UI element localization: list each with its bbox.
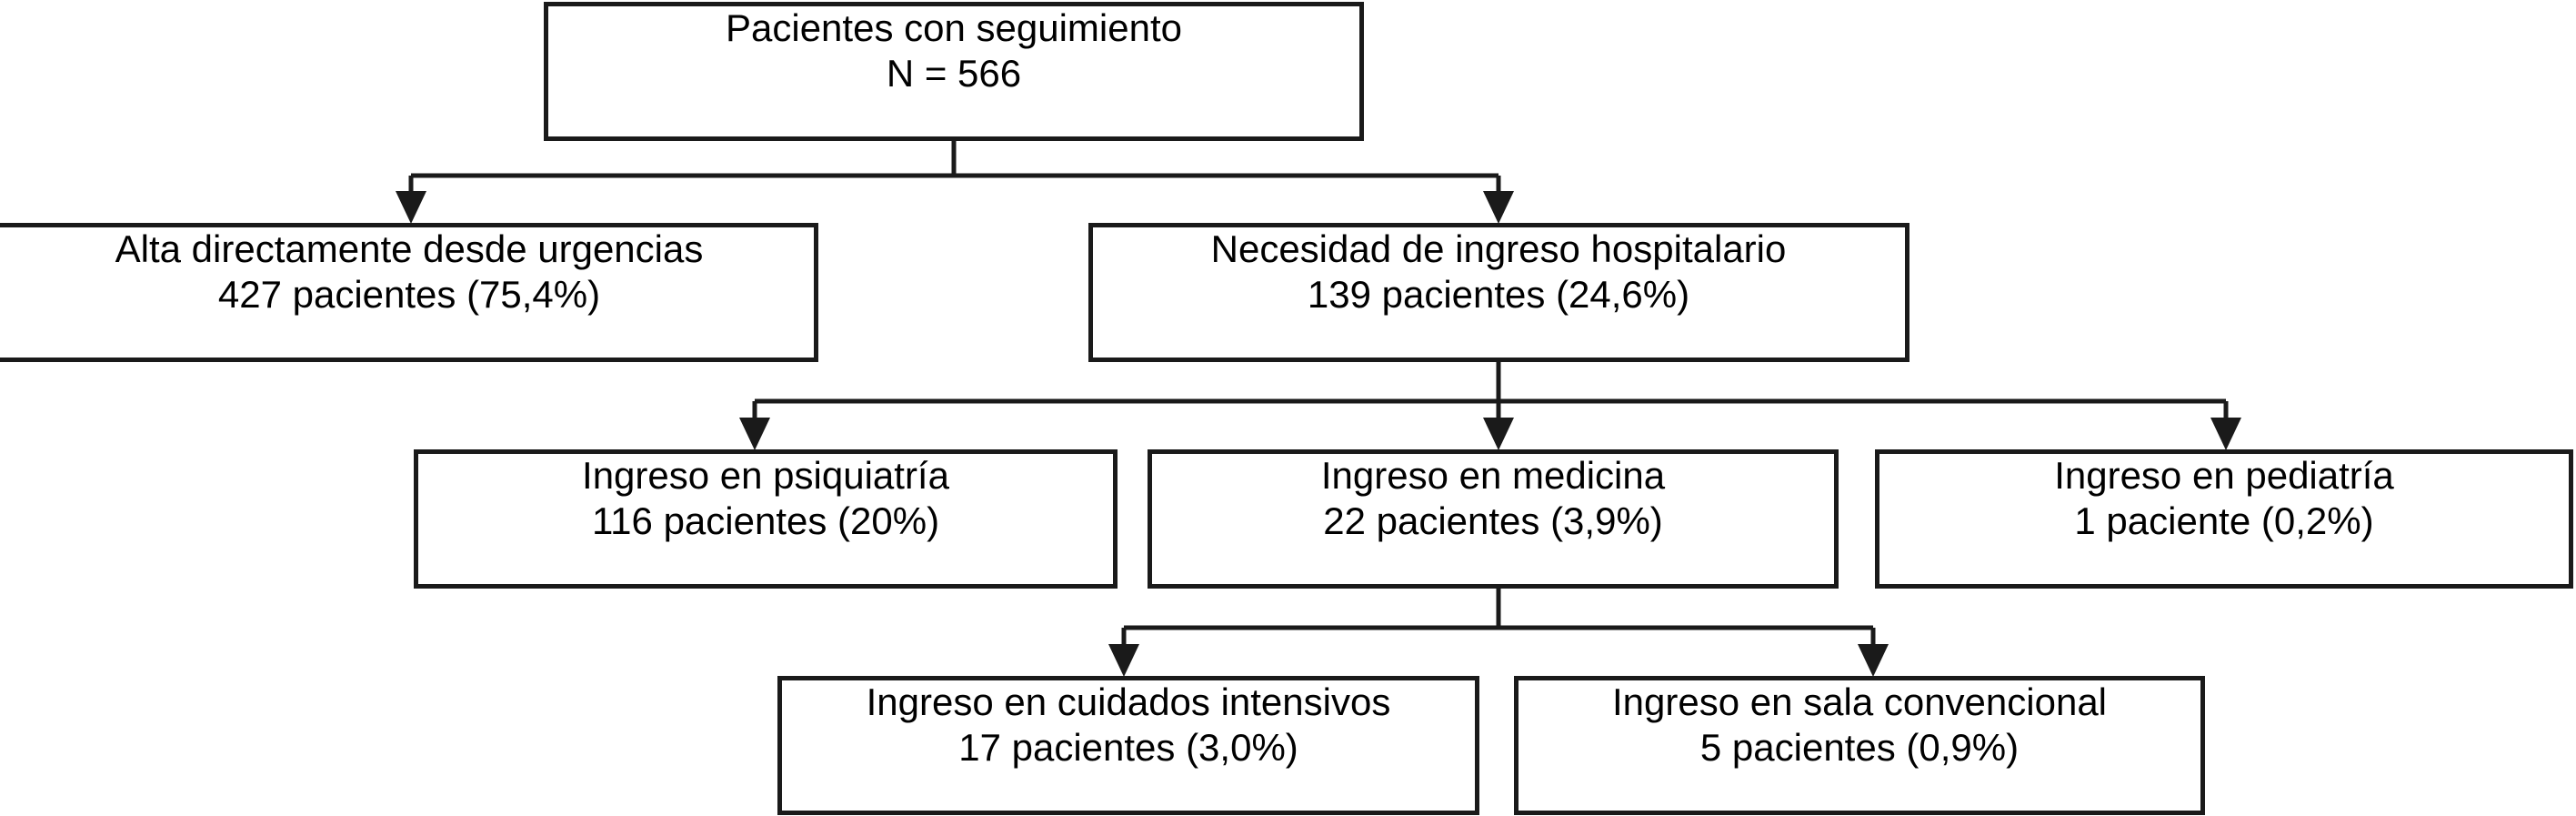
node-cuidados-intensivos-line1: Ingreso en cuidados intensivos xyxy=(867,680,1391,723)
node-pediatria-box[interactable] xyxy=(1875,449,2573,589)
arrowhead-ingreso-hospitalario xyxy=(1483,191,1514,224)
node-psiquiatria-box[interactable] xyxy=(414,449,1118,589)
arrowhead-sala-convencional xyxy=(1858,644,1889,677)
node-sala-convencional-box[interactable] xyxy=(1514,676,2205,815)
node-medicina-line2: 22 pacientes (3,9%) xyxy=(1323,499,1663,542)
node-cuidados-intensivos-line2: 17 pacientes (3,0%) xyxy=(958,726,1298,769)
edge-seguimiento-to-level2 xyxy=(396,141,1514,224)
arrowhead-psiquiatria xyxy=(739,418,770,450)
node-psiquiatria[interactable]: Ingreso en psiquiatría 116 pacientes (20… xyxy=(414,449,1118,589)
node-pediatria[interactable]: Ingreso en pediatría 1 paciente (0,2%) xyxy=(1875,449,2573,589)
edge-ingreso-to-level3 xyxy=(739,362,2241,450)
edge-medicina-to-level4 xyxy=(1108,589,1889,677)
arrowhead-pediatria xyxy=(2210,418,2241,450)
node-cuidados-intensivos[interactable]: Ingreso en cuidados intensivos 17 pacien… xyxy=(777,676,1479,815)
node-medicina-line1: Ingreso en medicina xyxy=(1321,454,1666,497)
node-cuidados-intensivos-box[interactable] xyxy=(777,676,1479,815)
node-medicina[interactable]: Ingreso en medicina 22 pacientes (3,9%) xyxy=(1148,449,1839,589)
node-seguimiento-line1: Pacientes con seguimiento xyxy=(726,6,1182,49)
node-sala-convencional-line1: Ingreso en sala convencional xyxy=(1612,680,2107,723)
node-seguimiento[interactable]: Pacientes con seguimiento N = 566 xyxy=(544,2,1364,141)
node-sala-convencional[interactable]: Ingreso en sala convencional 5 pacientes… xyxy=(1514,676,2205,815)
node-pediatria-line1: Ingreso en pediatría xyxy=(2054,454,2394,497)
node-psiquiatria-line2: 116 pacientes (20%) xyxy=(592,499,939,542)
arrowhead-cuidados-intensivos xyxy=(1108,644,1139,677)
node-alta-urgencias[interactable]: Alta directamente desde urgencias 427 pa… xyxy=(0,223,818,362)
node-seguimiento-line2: N = 566 xyxy=(887,52,1021,95)
node-alta-urgencias-line1: Alta directamente desde urgencias xyxy=(115,227,704,270)
node-pediatria-line2: 1 paciente (0,2%) xyxy=(2074,499,2373,542)
arrowhead-alta-urgencias xyxy=(396,191,426,224)
node-psiquiatria-line1: Ingreso en psiquiatría xyxy=(582,454,950,497)
node-ingreso-hospitalario-line2: 139 pacientes (24,6%) xyxy=(1308,273,1689,316)
node-ingreso-hospitalario[interactable]: Necesidad de ingreso hospitalario 139 pa… xyxy=(1088,223,1909,362)
node-seguimiento-box[interactable] xyxy=(544,2,1364,141)
arrowhead-medicina xyxy=(1483,418,1514,450)
node-medicina-box[interactable] xyxy=(1148,449,1839,589)
node-sala-convencional-line2: 5 pacientes (0,9%) xyxy=(1700,726,2019,769)
node-alta-urgencias-box[interactable] xyxy=(0,223,818,362)
node-ingreso-hospitalario-box[interactable] xyxy=(1088,223,1909,362)
node-alta-urgencias-line2: 427 pacientes (75,4%) xyxy=(218,273,600,316)
node-ingreso-hospitalario-line1: Necesidad de ingreso hospitalario xyxy=(1211,227,1787,270)
